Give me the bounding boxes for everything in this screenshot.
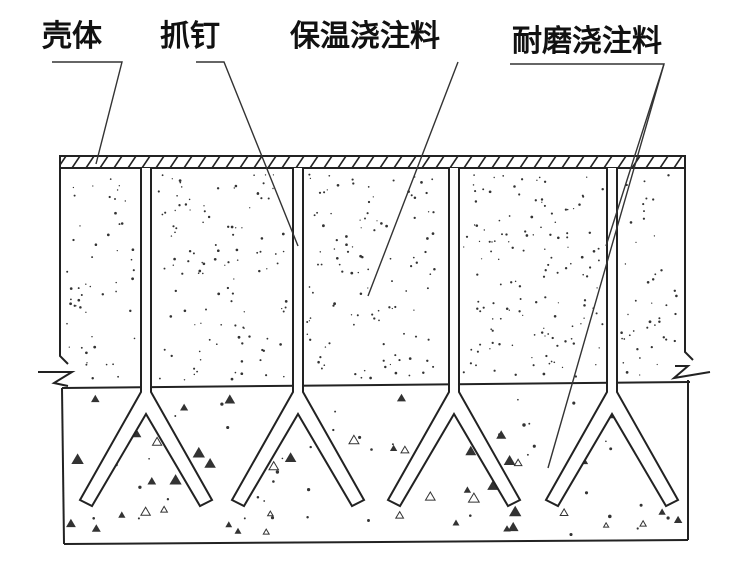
leader-shell: [52, 61, 123, 165]
anchors: [78, 168, 680, 508]
label-anchor: 抓钉: [160, 19, 220, 54]
label-insulating-castable: 保温浇注料: [290, 19, 440, 54]
break-lines: [38, 365, 711, 387]
anchor-3: [386, 168, 522, 508]
label-wear-resistant-castable: 耐磨浇注料: [512, 24, 662, 59]
leader-anchor: [196, 61, 299, 247]
anchor-1: [78, 168, 214, 508]
insulating-castable-texture: [66, 173, 678, 381]
insulating-castable-layer: [59, 168, 694, 365]
leader-wear-resistant-castable-lower: [547, 63, 665, 469]
label-shell: 壳体: [42, 19, 103, 54]
labels: 壳体 抓钉 保温浇注料 耐磨浇注料: [42, 19, 662, 59]
layer-interface-line: [61, 381, 691, 389]
shell-plate: [59, 155, 686, 169]
wear-resistant-castable-layer: [61, 380, 689, 545]
leader-lines: [52, 61, 665, 469]
leader-insulating-castable: [367, 61, 459, 297]
anchor-4: [544, 168, 680, 508]
anchor-2: [230, 168, 366, 508]
